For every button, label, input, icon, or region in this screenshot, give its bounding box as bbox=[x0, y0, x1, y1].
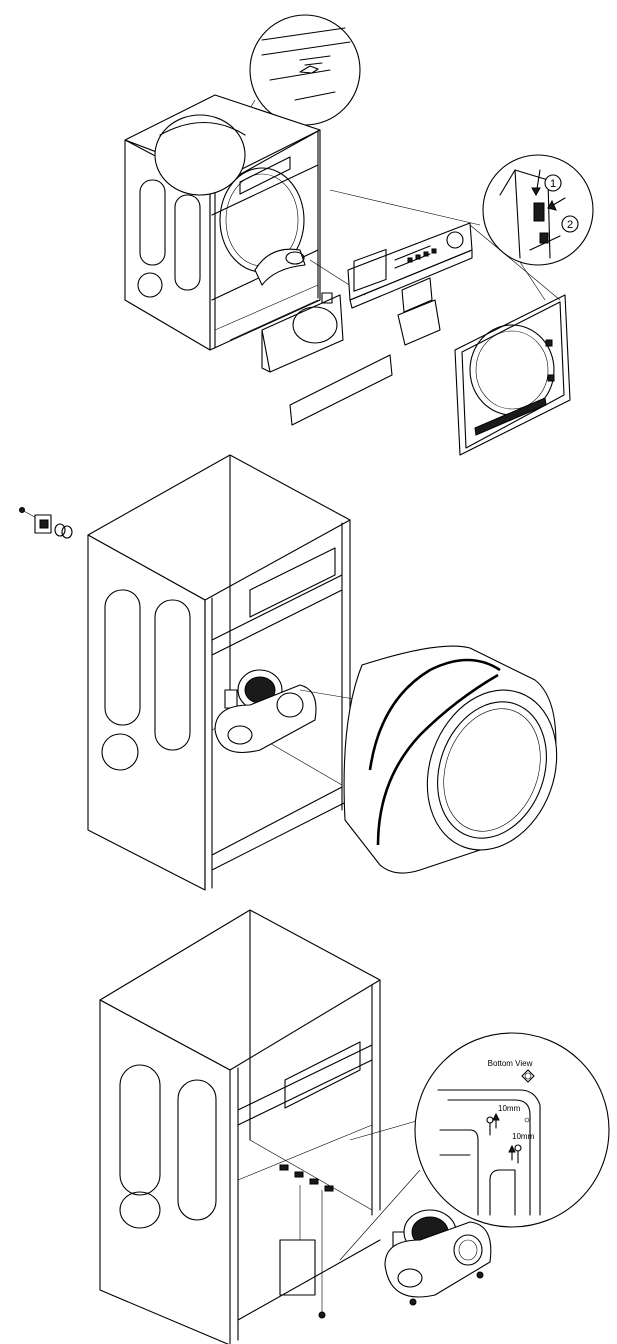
top-assembly: 1 2 bbox=[124, 14, 594, 456]
bulkhead-part bbox=[261, 292, 344, 373]
motor-assembly-mid bbox=[214, 669, 361, 754]
motor-assembly-bottom bbox=[384, 1209, 492, 1306]
drum bbox=[343, 645, 558, 874]
screw-stack bbox=[279, 1185, 326, 1319]
door-handle bbox=[397, 299, 441, 346]
dim-label-upper: 10mm bbox=[498, 1104, 521, 1113]
bottom-assembly: Bottom View 10mm 10mm bbox=[99, 909, 610, 1344]
magnifier-detail-right: 1 2 bbox=[482, 154, 594, 301]
bottom-view-detail: Bottom View 10mm 10mm bbox=[414, 1032, 610, 1228]
label-plate bbox=[401, 277, 433, 313]
callout-1: 1 bbox=[550, 178, 556, 190]
front-panel bbox=[454, 294, 571, 456]
bottom-view-title: Bottom View bbox=[488, 1059, 533, 1068]
kick-plate bbox=[289, 354, 393, 426]
cabinet-bottom-side bbox=[99, 999, 231, 1344]
door-switch-part bbox=[19, 507, 73, 539]
magnifier-detail-top bbox=[224, 14, 361, 161]
callout-2: 2 bbox=[567, 219, 573, 231]
cabinet-bottom-frame bbox=[237, 909, 381, 1341]
dim-label-lower: 10mm bbox=[512, 1132, 535, 1141]
control-panel bbox=[347, 222, 473, 309]
middle-assembly bbox=[19, 454, 558, 891]
cabinet-top bbox=[124, 94, 366, 351]
